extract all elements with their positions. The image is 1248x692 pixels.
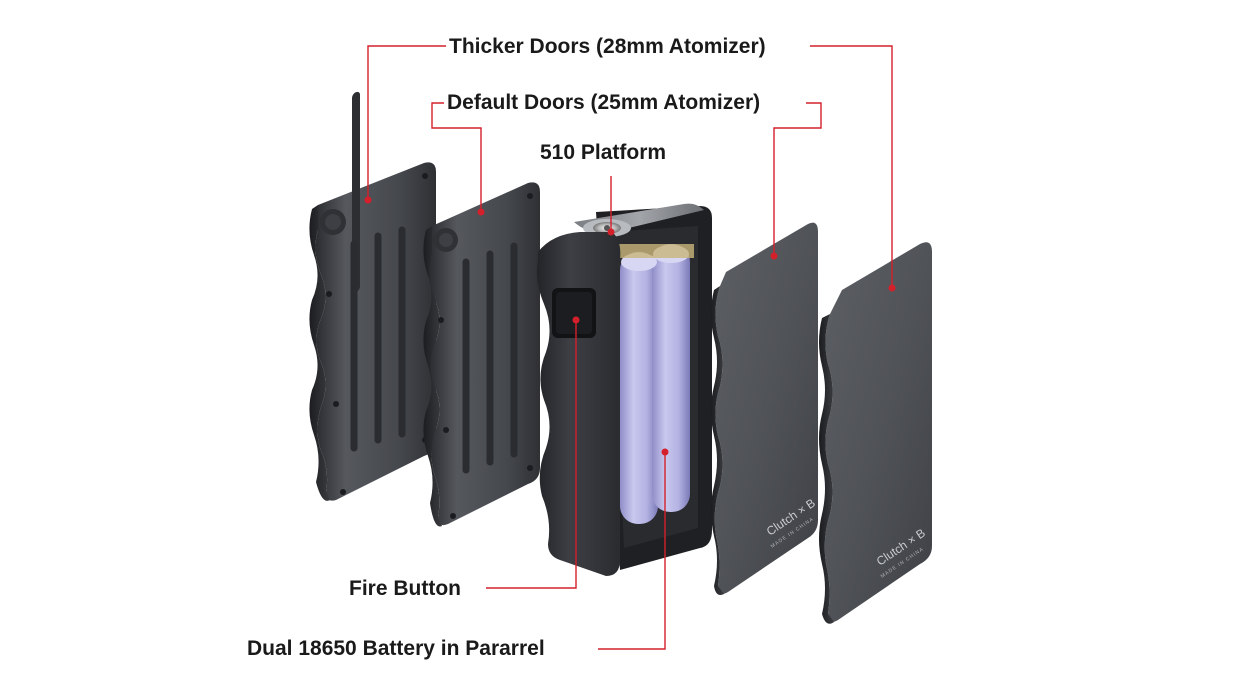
leader-battery bbox=[598, 452, 666, 650]
label-thicker-doors: Thicker Doors (28mm Atomizer) bbox=[446, 36, 769, 57]
leader-thicker-left bbox=[367, 45, 448, 200]
thicker-door-left bbox=[309, 91, 436, 501]
leader-fire bbox=[486, 320, 577, 589]
battery-pair bbox=[616, 244, 694, 524]
label-510-platform: 510 Platform bbox=[537, 142, 670, 163]
label-battery: Dual 18650 Battery in Pararrel bbox=[244, 638, 548, 659]
leader-thicker-right bbox=[810, 45, 893, 288]
leader-default-right bbox=[773, 102, 822, 256]
default-door-left bbox=[423, 182, 540, 527]
default-door-right: Clutch × B MADE IN CHINA bbox=[711, 222, 818, 595]
leader-dots bbox=[364, 196, 896, 456]
thicker-door-right: Clutch × B MADE IN CHINA bbox=[819, 242, 932, 624]
label-default-doors: Default Doors (25mm Atomizer) bbox=[444, 92, 764, 113]
label-fire-button: Fire Button bbox=[346, 578, 464, 599]
leader-default-left bbox=[431, 102, 482, 212]
leader-lines bbox=[367, 45, 893, 650]
mod-body bbox=[536, 203, 712, 576]
